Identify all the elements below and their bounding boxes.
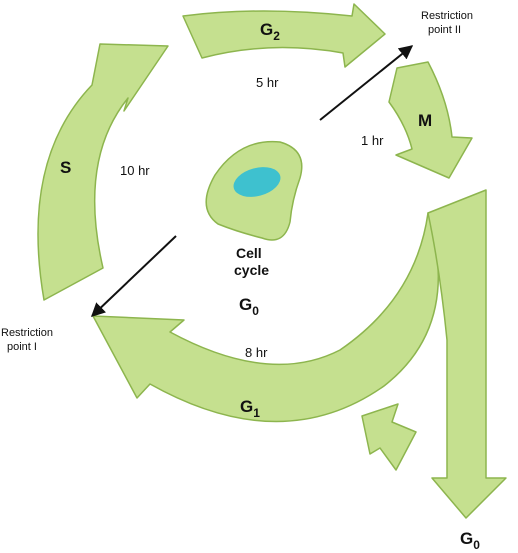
- g0-center-label: G0: [239, 295, 259, 318]
- g0-exit-label: G0: [460, 529, 480, 552]
- restriction-line-one: [90, 235, 177, 317]
- g2-phase-label: G2: [260, 20, 280, 43]
- cell-cycle-label-line1: Cell: [236, 245, 262, 261]
- restriction-point-two-line2: point II: [428, 24, 461, 36]
- g2-duration: 5 hr: [256, 75, 279, 90]
- m-phase-label: M: [418, 111, 432, 130]
- s-phase-label: S: [60, 158, 71, 177]
- restriction-line-two: [319, 45, 414, 121]
- restriction-point-two-line1: Restriction: [421, 10, 473, 22]
- g1-phase-arrow: [92, 212, 439, 423]
- m-duration: 1 hr: [361, 133, 384, 148]
- s-phase-arrow: [37, 43, 169, 301]
- cell-cycle-label-line2: cycle: [234, 262, 269, 278]
- restriction-point-one-line2: point I: [7, 341, 37, 353]
- g1-duration: 8 hr: [245, 345, 268, 360]
- restriction-point-one-line1: Restriction: [1, 327, 53, 339]
- g1-phase-label: G1: [240, 397, 260, 420]
- g0-reentry-arrow: [361, 403, 417, 471]
- m-phase-arrow: [388, 61, 473, 179]
- s-duration: 10 hr: [120, 163, 150, 178]
- g0-exit-arrow: [427, 189, 507, 519]
- g2-phase-arrow: [182, 3, 386, 68]
- cell-nucleus: [233, 167, 281, 197]
